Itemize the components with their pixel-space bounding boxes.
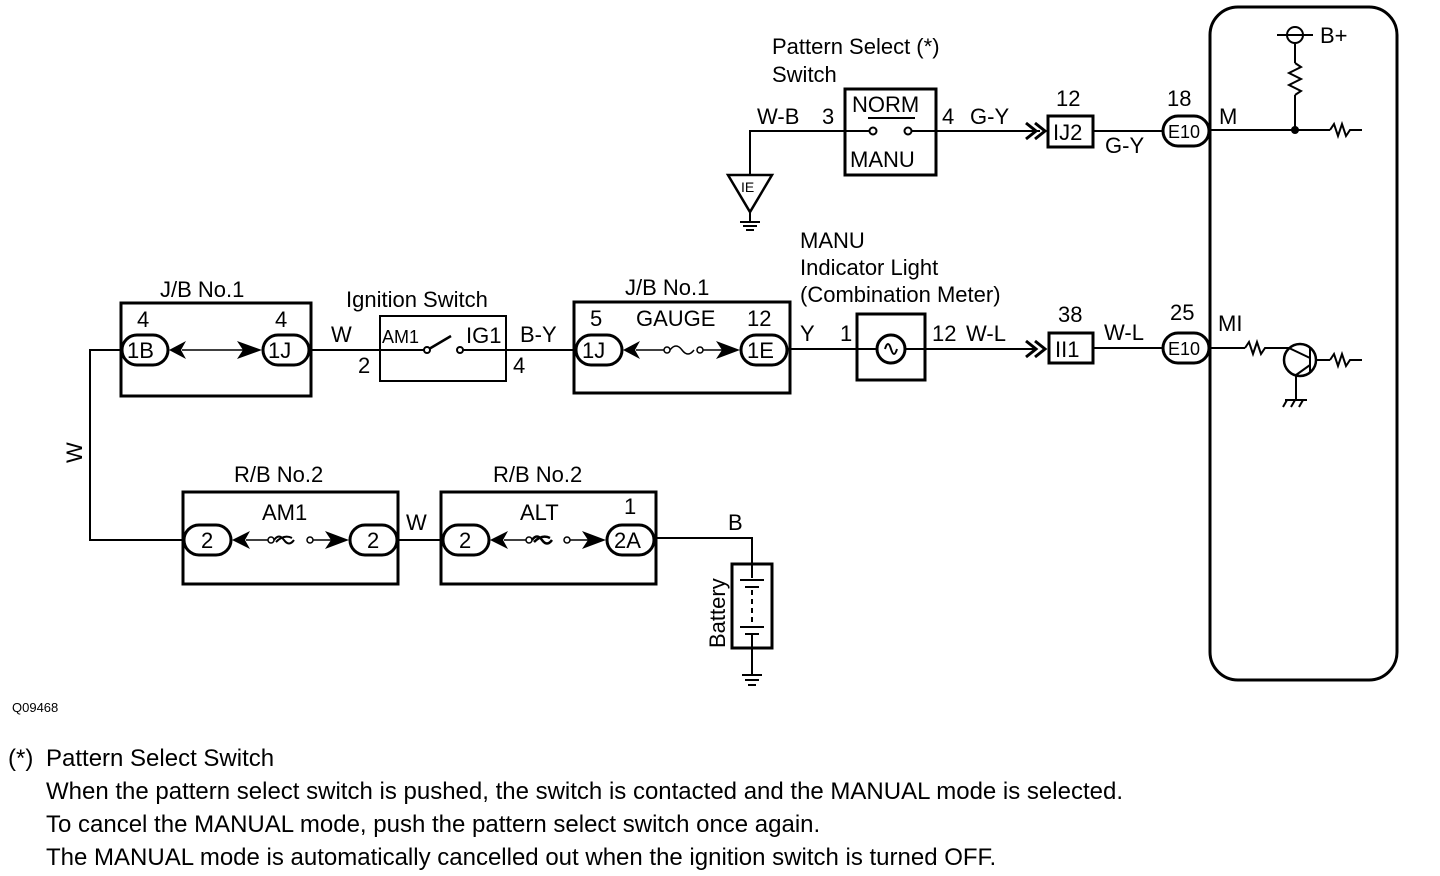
pullup-resistor-icon (1286, 62, 1304, 96)
indicator-pin-12: 12 (932, 321, 956, 346)
wire-w-l-label: W-L (966, 321, 1006, 346)
rb2-alt-title: R/B No.2 (493, 462, 582, 487)
connector-1e-label: 1E (747, 338, 774, 363)
wire-w-vertical (89, 349, 183, 541)
pattern-select-switch: Pattern Select (*) Switch NORM MANU W-B … (757, 34, 1009, 177)
rb2-alt-left-connector: 2 (459, 528, 471, 553)
rb2-alt-right-connector: 2A (614, 528, 641, 553)
ignition-pin-2: 2 (358, 353, 370, 378)
ij2-pin: 12 (1056, 86, 1080, 111)
wire-w-l-2-label: W-L (1104, 320, 1144, 345)
fusible-link-icon (273, 535, 295, 545)
wire-w-rb-label: W (406, 510, 427, 535)
e10-bottom-pin: 25 (1170, 300, 1194, 325)
jb1-gauge-title: J/B No.1 (625, 275, 709, 300)
wire-b (654, 537, 753, 565)
wire-b-label: B (728, 510, 743, 535)
rb2-am1-title: R/B No.2 (234, 462, 323, 487)
rb2-am1: R/B No.2 AM1 2 2 (181, 462, 400, 586)
jb1-left-title: J/B No.1 (160, 277, 244, 302)
ecu-box (1208, 5, 1399, 682)
ground-ie-label: IE (741, 179, 754, 195)
wire-w-b (749, 130, 869, 180)
connector-e10-bottom: 25 E10 (1161, 300, 1211, 365)
connector-e10-top: 18 E10 (1161, 86, 1211, 148)
wire-w-b-label: W-B (757, 104, 799, 129)
switch-blade-icon (428, 334, 452, 351)
connector-1j-gauge-label: 1J (582, 338, 605, 363)
rb2-alt-pin-1: 1 (624, 494, 636, 519)
e10-bottom-label: E10 (1168, 339, 1200, 359)
pattern-select-title-2: Switch (772, 62, 837, 87)
pin-4-label: 4 (942, 104, 954, 129)
rb2-am1-left-connector: 2 (201, 528, 213, 553)
footnote-line-1: When the pattern select switch is pushed… (46, 778, 1123, 805)
wire-b-y-label: B-Y (520, 322, 557, 347)
battery-label: Battery (705, 578, 730, 648)
wire-y-label: Y (800, 321, 815, 346)
e10-top-label: E10 (1168, 122, 1200, 142)
jb1-gauge-pin-left: 5 (590, 306, 602, 331)
wire-g-y-label: G-Y (970, 104, 1009, 129)
wire-w-vertical-label: W (62, 442, 87, 463)
connector-ij2: 12 IJ2 (1046, 86, 1095, 149)
ecu-internal-mi: MI (1210, 311, 1362, 408)
switch-contact-right (903, 126, 913, 136)
ignition-switch-title: Ignition Switch (346, 287, 488, 312)
base-resistor-icon (1244, 338, 1290, 358)
norm-label: NORM (852, 92, 919, 117)
jb1-gauge-pin-right: 12 (747, 306, 771, 331)
footnote: (*) Pattern Select Switch When the patte… (8, 742, 1123, 874)
ij2-label: IJ2 (1053, 120, 1082, 145)
b-plus-label: B+ (1320, 23, 1348, 48)
gauge-fuse-label: GAUGE (636, 306, 715, 331)
terminal-arrow-icon (169, 341, 186, 359)
ii1-pin: 38 (1058, 302, 1082, 327)
e10-top-pin: 18 (1167, 86, 1191, 111)
rb2-am1-right-connector: 2 (367, 528, 379, 553)
indicator-pin-1: 1 (840, 321, 852, 346)
wiring-diagram: Pattern Select (*) Switch NORM MANU W-B … (62, 5, 1399, 686)
ii1-label: II1 (1055, 337, 1079, 362)
jb1-left: J/B No.1 4 4 1B 1J (119, 277, 313, 398)
ignition-pin-4: 4 (513, 353, 525, 378)
manu-label: MANU (850, 147, 915, 172)
terminal-m-label: M (1219, 104, 1237, 129)
rb2-alt: R/B No.2 ALT 1 2 2A (439, 462, 658, 586)
connector-1b-label: 1B (127, 338, 154, 363)
battery: Battery (705, 562, 774, 686)
pin-3-label: 3 (822, 104, 834, 129)
footnote-line-2: To cancel the MANUAL mode, push the patt… (46, 811, 821, 838)
jb1-gauge: J/B No.1 5 GAUGE 12 1J 1E (572, 275, 792, 395)
am1-terminal-label: AM1 (382, 327, 419, 347)
pattern-select-title-1: Pattern Select (*) (772, 34, 940, 59)
footnote-title: Pattern Select Switch (46, 745, 275, 772)
connector-ii1: 38 II1 (1047, 302, 1095, 365)
manu-indicator-title-2: Indicator Light (800, 255, 938, 280)
manu-indicator-title-3: (Combination Meter) (800, 282, 1001, 307)
footnote-marker: (*) (8, 745, 34, 772)
footnote-line-3: The MANUAL mode is automatically cancell… (46, 844, 997, 871)
wire-w-ign-label: W (331, 322, 352, 347)
jb1-left-pin-left: 4 (137, 307, 149, 332)
switch-contact-left (868, 126, 878, 136)
fuse-icon (669, 345, 695, 355)
connector-1j-label: 1J (268, 338, 291, 363)
jb1-left-pin-right: 4 (275, 307, 287, 332)
manu-indicator-light: MANU Indicator Light (Combination Meter)… (800, 228, 1035, 382)
ignition-switch: Ignition Switch AM1 IG1 2 4 (346, 287, 575, 382)
am1-fuse-label: AM1 (262, 500, 307, 525)
ground-triangle-icon (725, 173, 775, 215)
wire-g-y-2-label: G-Y (1105, 133, 1144, 158)
connector-arrow-icon (1025, 121, 1039, 141)
manu-indicator-title-1: MANU (800, 228, 865, 253)
alt-fuse-label: ALT (520, 500, 559, 525)
resistor-icon (1329, 120, 1362, 140)
ground-ie: IE (725, 173, 775, 231)
ecu-internal-m: M B+ (1210, 23, 1362, 140)
diagram-code: Q09468 (12, 700, 59, 715)
terminal-mi-label: MI (1218, 311, 1242, 336)
ig1-terminal-label: IG1 (466, 323, 501, 348)
